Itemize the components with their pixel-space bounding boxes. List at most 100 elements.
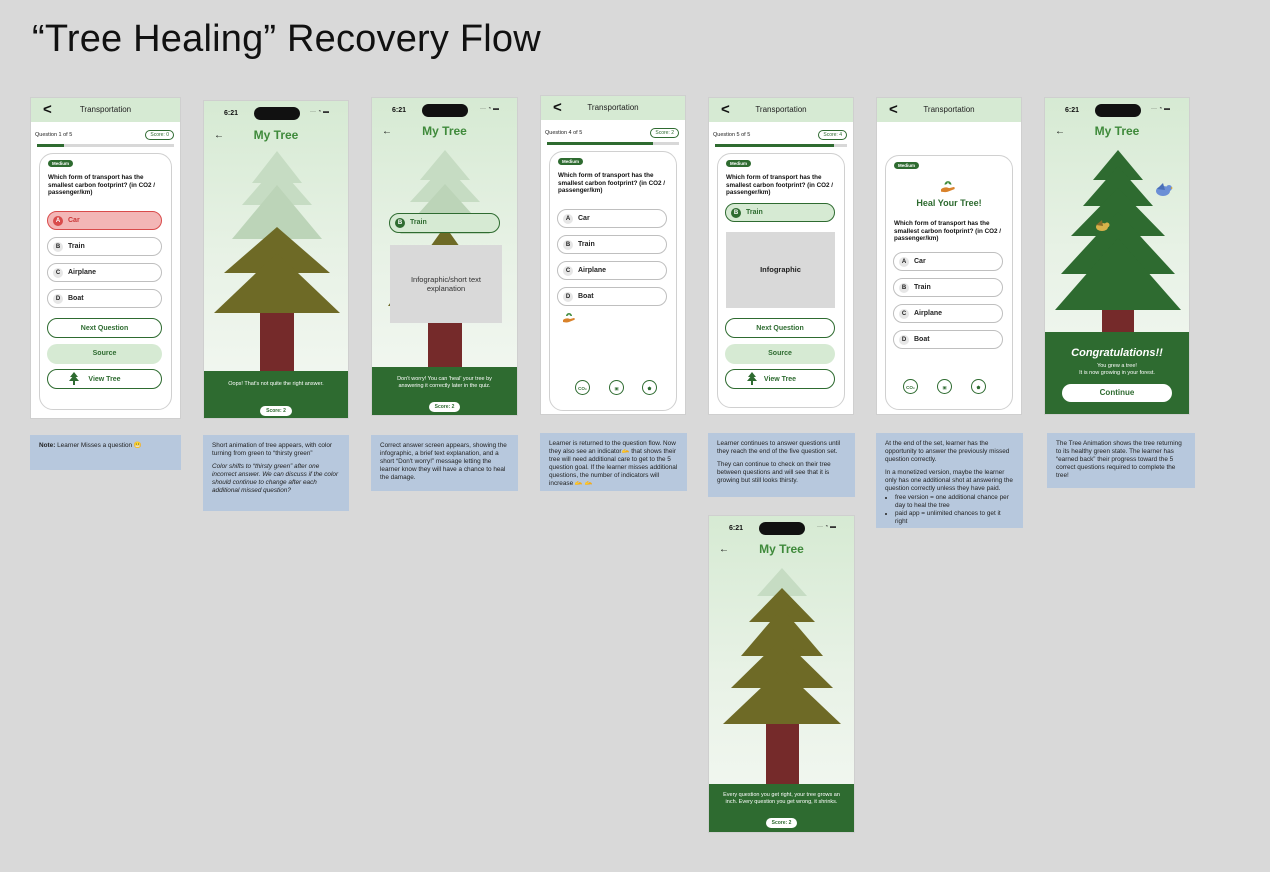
dynamic-island bbox=[1095, 104, 1141, 117]
note-text: The Tree Animation shows the tree return… bbox=[1056, 440, 1182, 479]
back-chevron-icon[interactable]: < bbox=[553, 99, 562, 116]
screen-question-1: < Transportation Question 1 of 5 Score: … bbox=[30, 97, 181, 419]
co2-icon[interactable]: CO₂ bbox=[575, 380, 590, 395]
note-3: Correct answer screen appears, showing t… bbox=[371, 435, 518, 491]
note-bold: Note: bbox=[39, 442, 56, 449]
quiz-header: < Transportation bbox=[709, 98, 853, 122]
option-label: Train bbox=[410, 219, 427, 226]
progress-bar bbox=[547, 142, 679, 145]
tree-title: My Tree bbox=[759, 542, 804, 556]
note-list: free version = one additional chance per… bbox=[885, 494, 1014, 526]
option-d[interactable]: D Boat bbox=[557, 287, 667, 306]
header-title: Transportation bbox=[755, 105, 807, 114]
view-tree-button[interactable]: View Tree bbox=[725, 369, 835, 389]
status-time: 6:21 bbox=[392, 107, 407, 114]
question-text: Which form of transport has the smallest… bbox=[48, 174, 156, 196]
option-label: Boat bbox=[578, 293, 594, 300]
option-letter: B bbox=[731, 208, 741, 218]
bottom-tabs: CO₂ ▣ ⬟ bbox=[886, 379, 1012, 397]
hand-plant-icon bbox=[563, 313, 575, 323]
score-pill: Score: 2 bbox=[428, 402, 461, 412]
option-letter: B bbox=[899, 283, 909, 293]
congrats-msg-2: It is now growing in your forest. bbox=[1079, 370, 1155, 376]
note-list-item: paid app = unlimited chances to get it r… bbox=[895, 510, 1014, 526]
screen-tree-growing: 6:21 ··· ◔ ▬ ← My Tree Every question yo… bbox=[708, 515, 855, 833]
option-label: Car bbox=[914, 258, 926, 265]
back-arrow-icon[interactable]: ← bbox=[1055, 126, 1065, 137]
tree-footer: Every question you get right, your tree … bbox=[709, 784, 854, 832]
back-arrow-icon[interactable]: ← bbox=[214, 130, 224, 141]
status-time: 6:21 bbox=[729, 525, 744, 532]
option-letter: B bbox=[563, 240, 573, 250]
back-arrow-icon[interactable]: ← bbox=[382, 126, 392, 137]
source-button[interactable]: Source bbox=[47, 344, 162, 364]
difficulty-badge: Medium bbox=[726, 160, 752, 167]
tree-illustration bbox=[1055, 150, 1181, 336]
option-letter: D bbox=[563, 292, 573, 302]
shield-icon[interactable]: ⬟ bbox=[642, 380, 657, 395]
tree-footer: Oops! That's not quite the right answer.… bbox=[204, 371, 348, 418]
option-letter: C bbox=[563, 266, 573, 276]
option-c[interactable]: C Airplane bbox=[893, 304, 1003, 323]
option-b[interactable]: B Train bbox=[893, 278, 1003, 297]
option-label: Car bbox=[578, 215, 590, 222]
view-tree-button[interactable]: View Tree bbox=[47, 369, 162, 389]
note-text: At the end of the set, learner has the o… bbox=[885, 440, 1010, 463]
footer-message: Every question you get right, your tree … bbox=[723, 792, 840, 805]
option-letter: C bbox=[53, 268, 63, 278]
continue-button[interactable]: Continue bbox=[1062, 384, 1172, 402]
back-chevron-icon[interactable]: < bbox=[721, 101, 730, 118]
congrats-footer: Congratulations!! You grew a tree! It is… bbox=[1045, 332, 1189, 414]
difficulty-badge: Medium bbox=[558, 158, 584, 165]
hand-plant-icon bbox=[941, 181, 955, 193]
progress-fill bbox=[547, 142, 653, 145]
shield-icon[interactable]: ⬟ bbox=[971, 379, 986, 394]
view-tree-label: View Tree bbox=[763, 376, 797, 383]
header-title: Transportation bbox=[79, 105, 132, 114]
question-card: Medium Heal Your Tree! Which form of tra… bbox=[885, 155, 1013, 410]
back-chevron-icon[interactable]: < bbox=[43, 101, 52, 118]
image-icon[interactable]: ▣ bbox=[937, 379, 952, 394]
note-7: The Tree Animation shows the tree return… bbox=[1047, 433, 1195, 488]
next-question-button[interactable]: Next Question bbox=[725, 318, 835, 338]
note-4: Learner is returned to the question flow… bbox=[540, 433, 687, 491]
score-badge: Score: 0 bbox=[145, 130, 174, 140]
back-chevron-icon[interactable]: < bbox=[889, 101, 898, 118]
next-question-button[interactable]: Next Question bbox=[47, 318, 162, 338]
question-text: Which form of transport has the smallest… bbox=[558, 172, 666, 194]
note-text: In a monetized version, maybe the learne… bbox=[885, 469, 1013, 492]
option-label: Train bbox=[68, 243, 85, 250]
option-letter: A bbox=[53, 216, 63, 226]
co2-icon[interactable]: CO₂ bbox=[903, 379, 918, 394]
source-button[interactable]: Source bbox=[725, 344, 835, 364]
infographic-placeholder: Infographic/short text explanation bbox=[390, 245, 502, 323]
option-letter: C bbox=[899, 309, 909, 319]
congrats-title: Congratulations!! bbox=[1071, 347, 1163, 359]
option-label: Train bbox=[914, 284, 931, 291]
option-label: Airplane bbox=[914, 310, 943, 317]
score-pill: Score: 2 bbox=[260, 406, 292, 416]
screen-question-5: < Transportation Question 5 of 5 Score: … bbox=[708, 97, 854, 415]
battery-icon: ··· ◔ ▬ bbox=[480, 106, 499, 112]
difficulty-badge: Medium bbox=[894, 162, 920, 169]
view-tree-label: View Tree bbox=[88, 376, 121, 383]
back-arrow-icon[interactable]: ← bbox=[719, 544, 729, 555]
question-card: Medium Which form of transport has the s… bbox=[717, 153, 845, 408]
image-icon[interactable]: ▣ bbox=[609, 380, 624, 395]
wifi-icon: ··· ◔ ▬ bbox=[1151, 106, 1170, 112]
page-title: “Tree Healing” Recovery Flow bbox=[32, 18, 541, 60]
option-label: Boat bbox=[914, 336, 930, 343]
tree-header: ← My Tree bbox=[1045, 124, 1189, 142]
